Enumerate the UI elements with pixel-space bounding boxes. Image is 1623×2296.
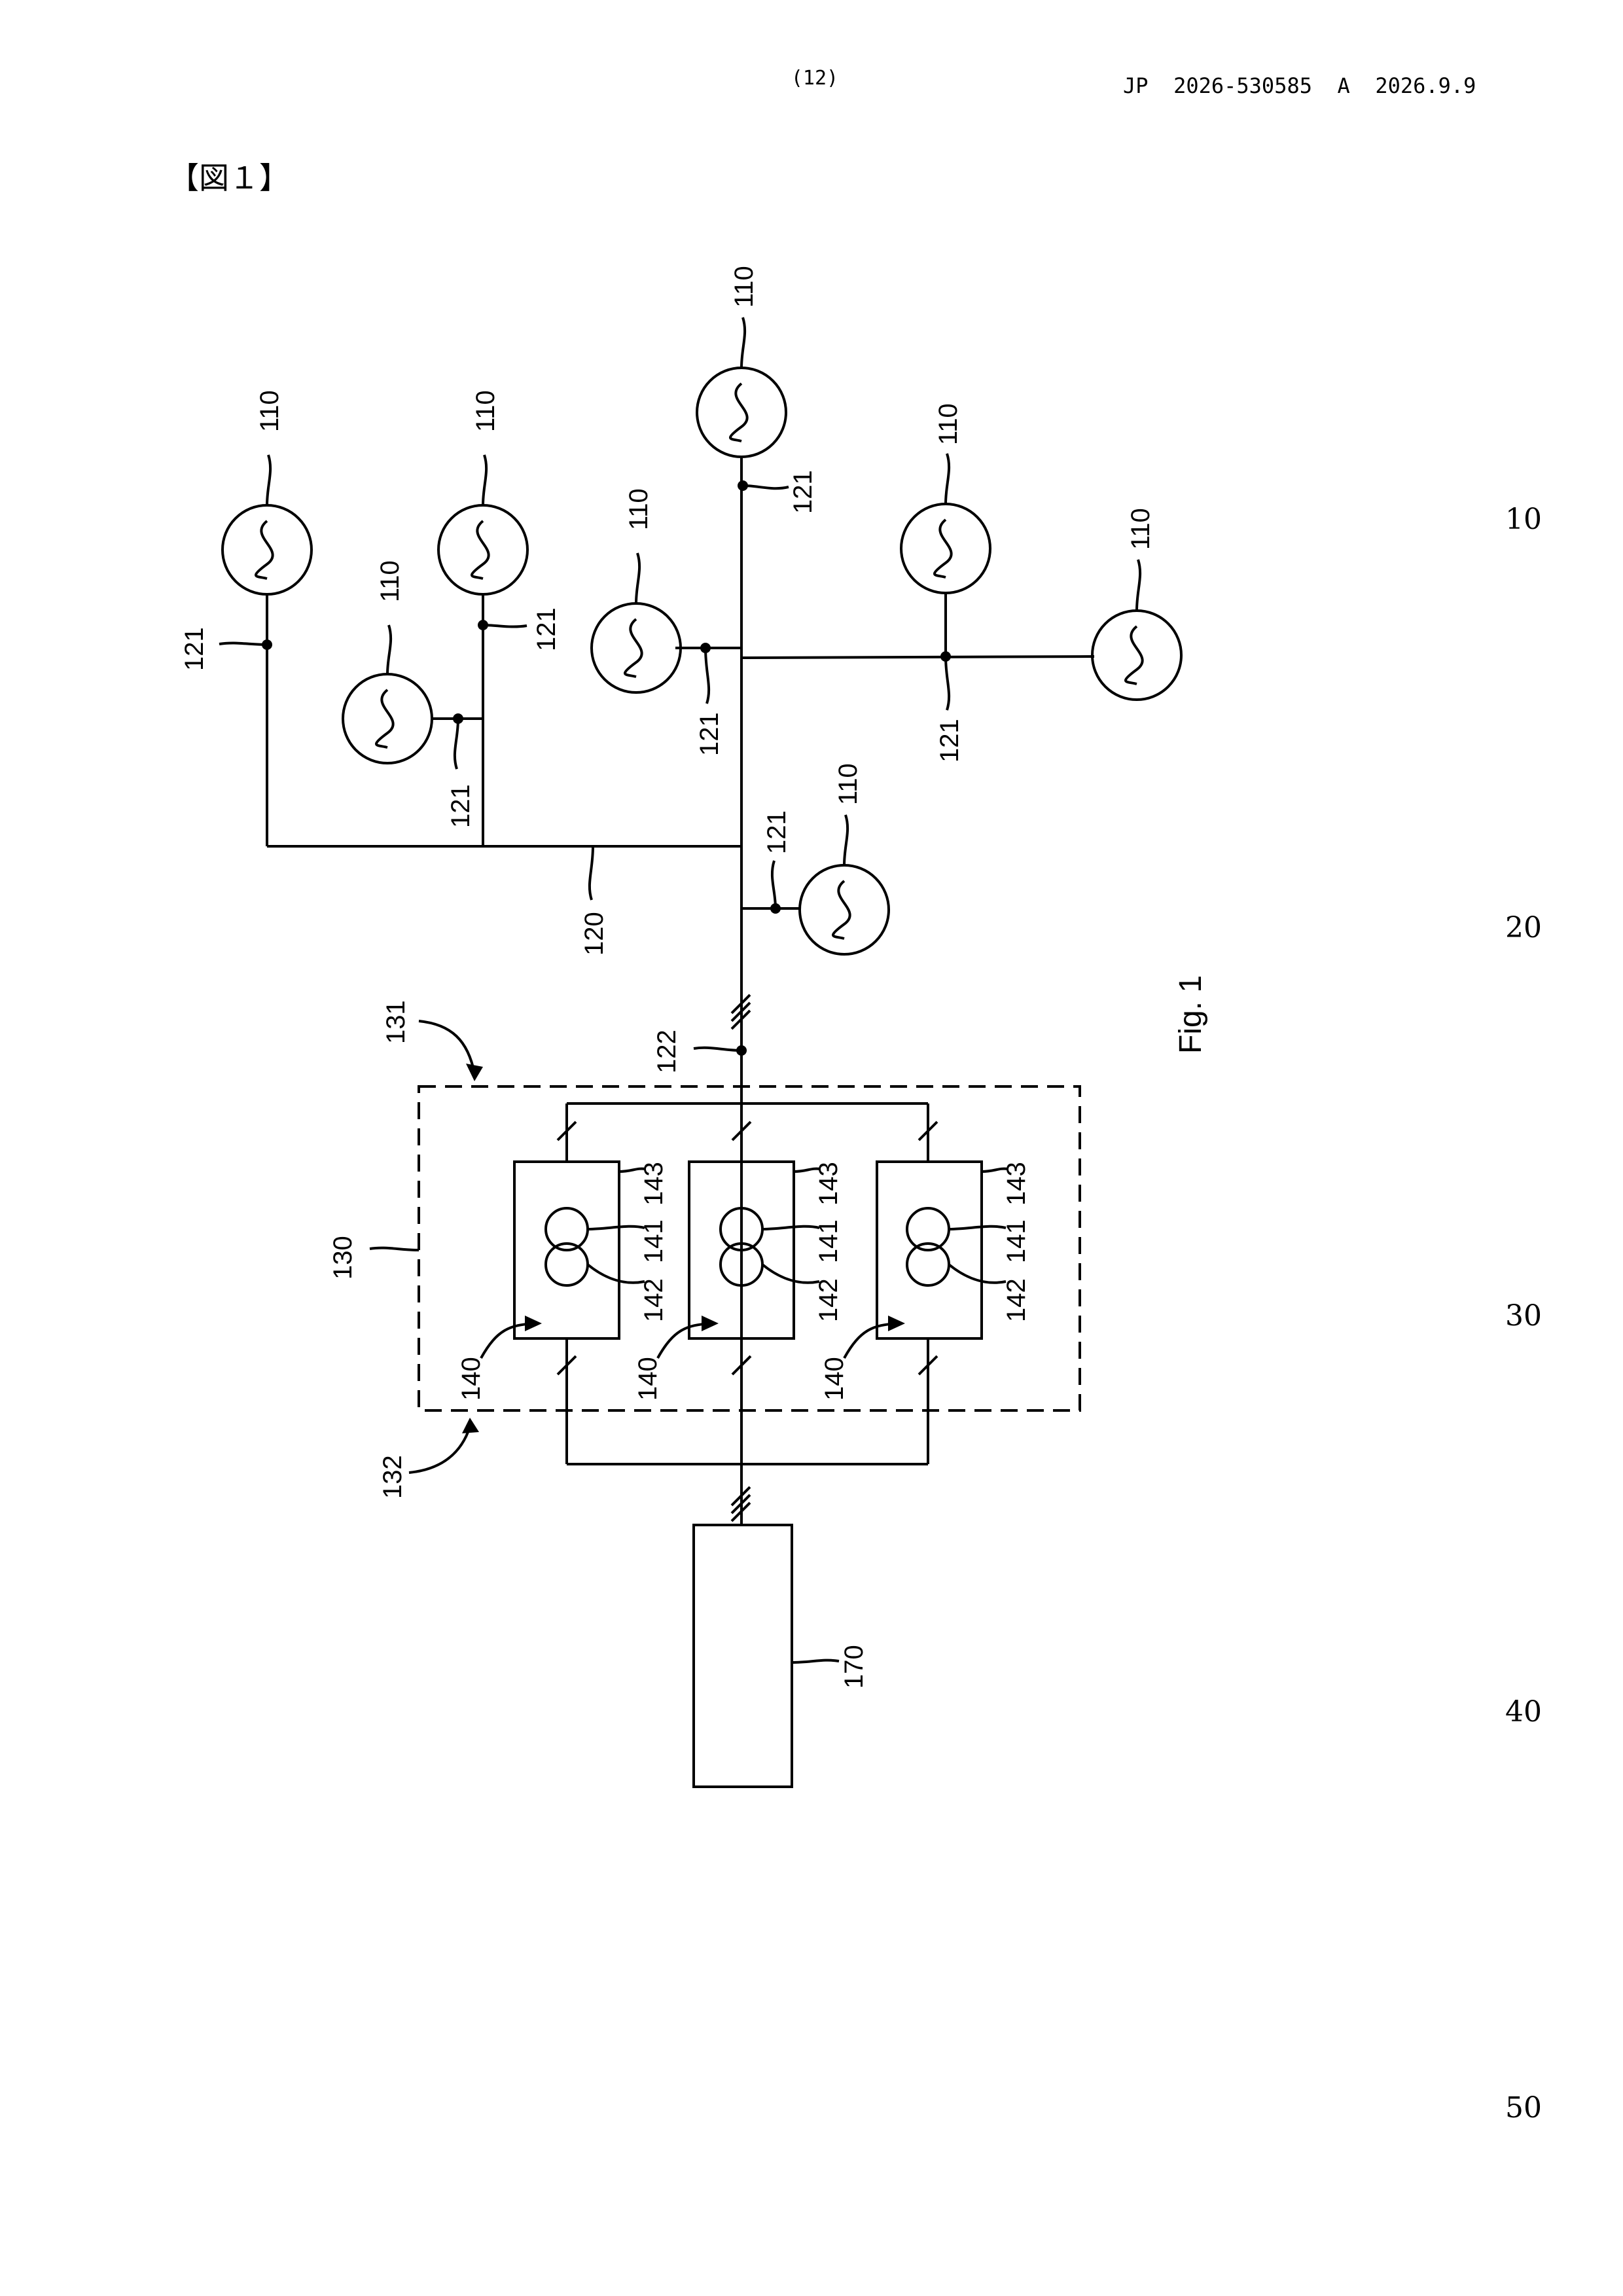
label-143: 143 [1002,1162,1031,1206]
label-140: 140 [820,1357,849,1401]
label-170: 170 [840,1645,868,1689]
leader-line [370,1248,419,1250]
arrow-head [466,1064,483,1081]
label-110: 110 [730,266,758,308]
label-110: 110 [376,560,404,602]
label-143: 143 [814,1162,843,1206]
label-141: 141 [1002,1219,1031,1263]
label-140: 140 [457,1357,486,1401]
leader-line [949,1227,1006,1229]
branch-line [741,656,1094,658]
fig-label: Fig. 1 [1173,975,1208,1054]
label-141: 141 [639,1219,668,1263]
label-110: 110 [834,763,863,805]
label-130: 130 [329,1236,357,1280]
label-122: 122 [652,1030,681,1073]
label-142: 142 [639,1278,668,1322]
arrow-head [888,1316,905,1331]
label-110: 110 [1126,508,1155,550]
junction-dot [736,1045,747,1056]
label-141: 141 [814,1219,843,1263]
junction-dot [700,643,711,653]
junction-dot [738,480,748,491]
label-120: 120 [580,912,609,956]
leader-line [483,625,527,627]
grid-box [694,1525,792,1787]
junction-dot [453,713,463,724]
leader-line [762,1265,819,1283]
generator-symbol [1092,611,1181,700]
label-140: 140 [633,1357,662,1401]
label-110: 110 [255,390,284,432]
leader-line [946,656,949,710]
label-121: 121 [762,810,791,854]
leader-line [455,719,458,769]
junction-dot [478,620,488,630]
pointer-arrow [419,1021,474,1073]
label-110: 110 [934,403,963,445]
generator-symbol [592,603,681,692]
label-110: 110 [624,488,653,530]
leader-line [219,643,267,645]
label-143: 143 [639,1162,668,1206]
leader-line [844,815,847,865]
leader-line [636,553,639,603]
label-121: 121 [532,607,561,651]
label-131: 131 [382,1000,410,1044]
leader-line [267,455,270,505]
arrow-head [702,1316,719,1331]
leader-line [483,455,486,505]
leader-line [588,1227,645,1229]
leader-line [772,861,776,908]
arrow-head [525,1316,542,1331]
junction-dot [940,651,951,662]
leader-line [949,1265,1006,1283]
leader-line [946,454,949,504]
label-142: 142 [814,1278,843,1322]
leader-line [694,1048,741,1050]
junction-dot [770,903,781,914]
label-132: 132 [378,1455,407,1499]
label-121: 121 [935,719,964,762]
leader-line [792,1660,839,1662]
generator-symbol [438,505,527,594]
junction-dot [262,639,272,650]
generator-symbol [901,504,990,593]
arrow-head [462,1418,479,1433]
generator-symbol [800,865,889,954]
generator-symbol [697,368,786,457]
label-121: 121 [695,712,724,756]
pointer-arrow [409,1427,470,1473]
label-121: 121 [180,627,209,671]
leader-line [741,317,745,368]
label-121: 121 [446,784,475,828]
label-142: 142 [1002,1278,1031,1322]
label-121: 121 [789,470,817,514]
leader-line [387,625,391,674]
leader-line [590,846,593,900]
leader-line [743,486,789,488]
label-110: 110 [471,390,500,432]
leader-line [588,1265,645,1283]
leader-line [705,648,709,704]
generator-symbol [343,674,432,763]
leader-line [1137,560,1140,611]
generator-symbol [223,505,312,594]
leader-line [762,1227,819,1229]
